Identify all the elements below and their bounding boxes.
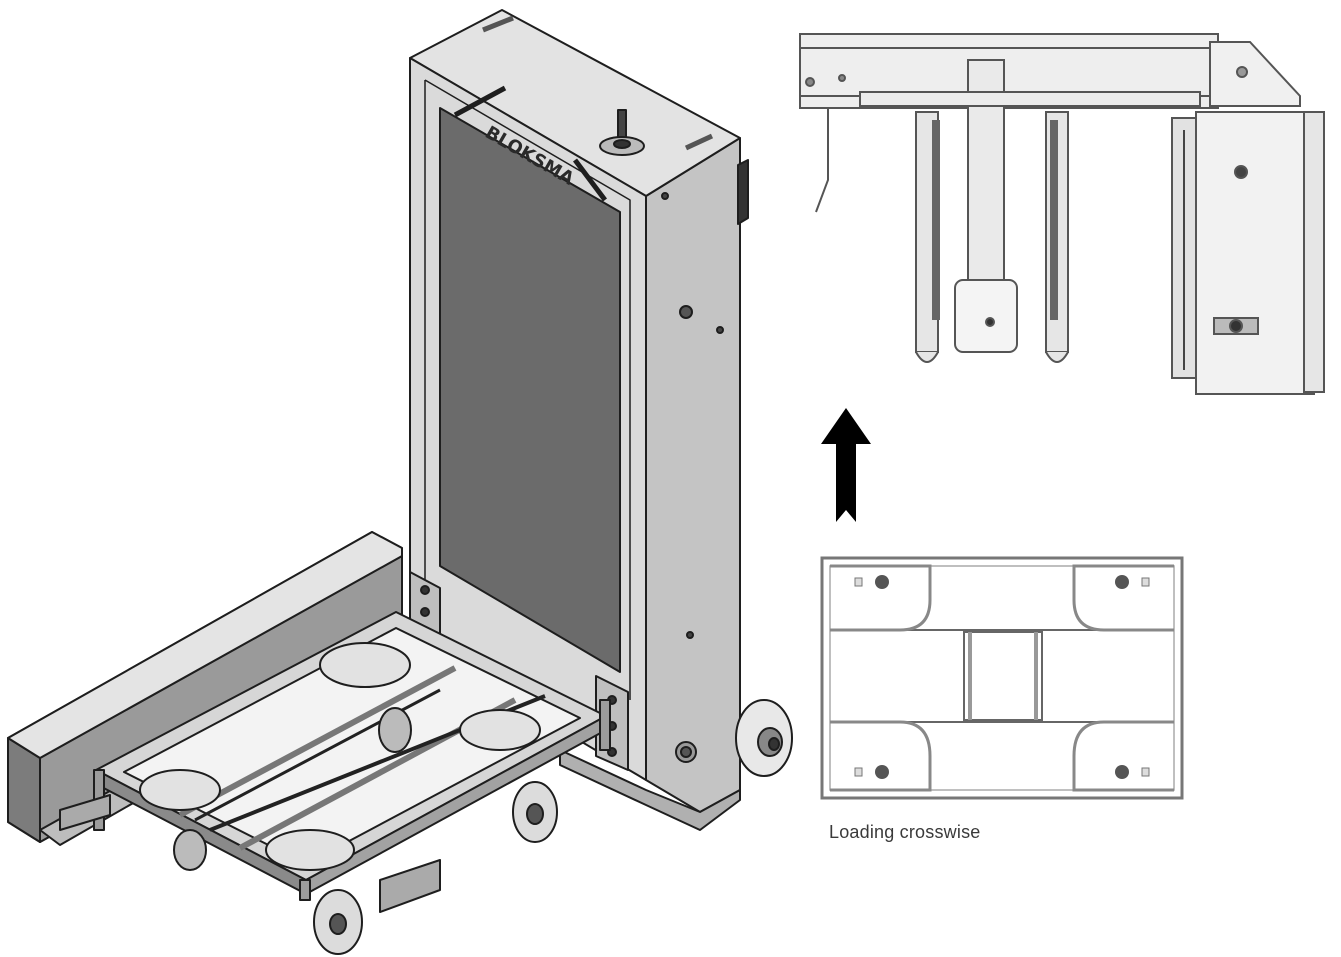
trolley-frame [93, 611, 611, 901]
side-view-drawing [799, 33, 1325, 395]
plan-view-drawing [820, 556, 1184, 800]
trolley-wheels [173, 707, 558, 955]
caption-loading-crosswise: Loading crosswise [829, 822, 981, 842]
column-panel [439, 107, 621, 673]
column-tower [409, 9, 749, 831]
side-wheel [735, 699, 793, 777]
foot-pads [59, 794, 441, 913]
machine-illustration: BLOKSMA [7, 9, 793, 955]
up-arrow-icon [821, 408, 871, 522]
